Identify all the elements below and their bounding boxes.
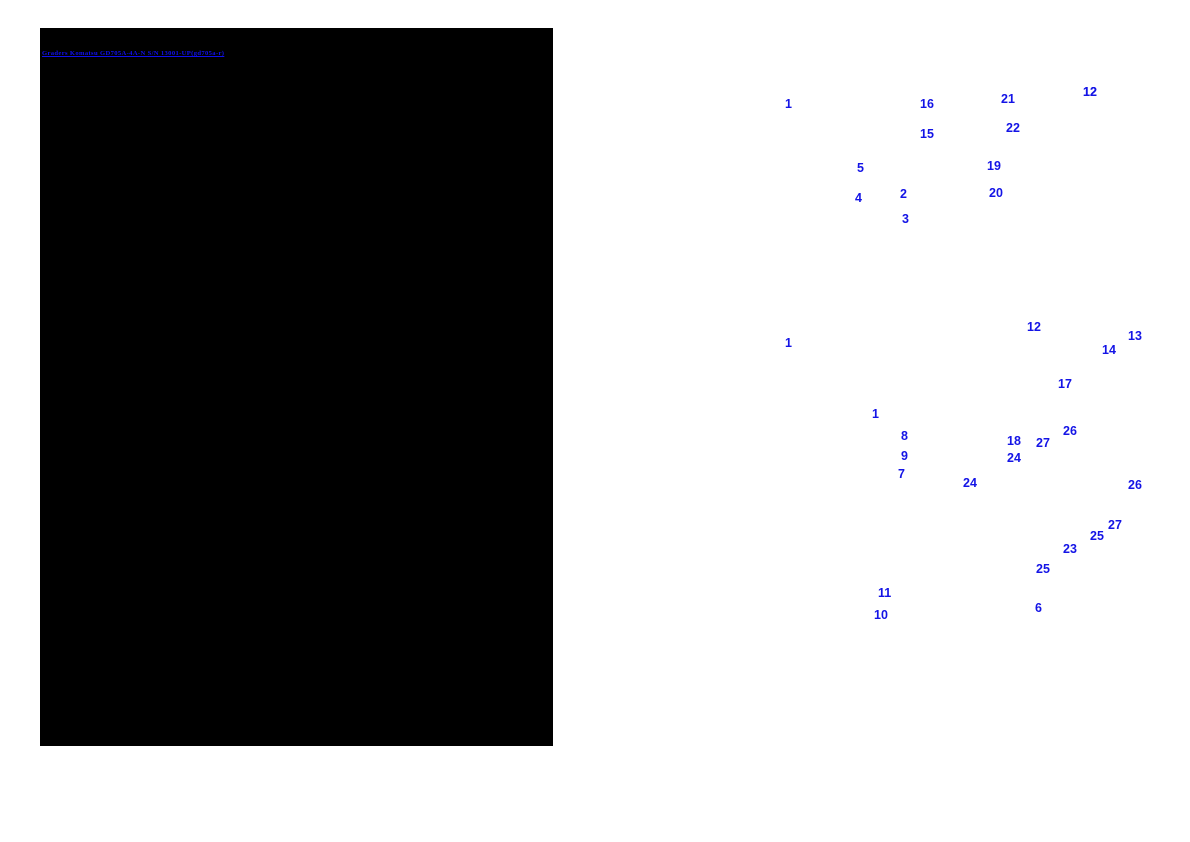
right-page-parts-diagram: 適用号機 Serial No. 13067~13104 適用号機 Serial …	[595, 0, 1190, 842]
parts-diagram-artwork	[595, 0, 1190, 842]
black-content-panel	[40, 28, 553, 746]
left-page: Graders Komatsu GD705A-4A-N S/N 13001-UP…	[40, 28, 553, 746]
document-title-link[interactable]: Graders Komatsu GD705A-4A-N S/N 13001-UP…	[42, 50, 225, 57]
